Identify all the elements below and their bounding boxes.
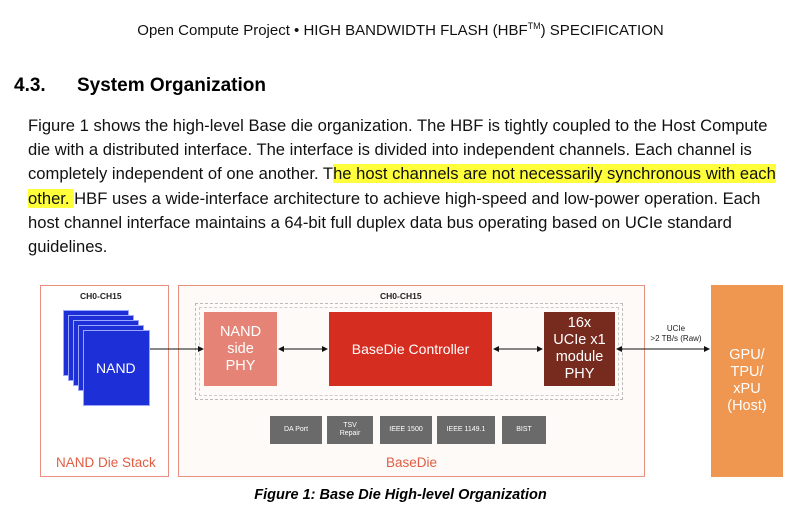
ieee-1149-block: IEEE 1149.1 — [437, 416, 495, 444]
page-header: Open Compute Project • HIGH BANDWIDTH FL… — [137, 21, 664, 39]
body-paragraph: Figure 1 shows the high-level Base die o… — [28, 116, 776, 257]
bist-block: BIST — [502, 416, 546, 444]
section-number: 4.3. — [14, 75, 46, 96]
basedie-label: BaseDie — [386, 455, 438, 470]
section-heading: 4.3. System Organization — [14, 75, 266, 97]
section-title: System Organization — [77, 75, 266, 96]
host-block: GPU/TPU/xPU(Host) — [711, 285, 783, 477]
ucie-link-label: UCIe>2 TB/s (Raw) — [650, 324, 702, 343]
ieee-1500-block: IEEE 1500 — [380, 416, 432, 444]
stack-channel-label: CH0-CH15 — [80, 291, 122, 301]
nand-die-layer — [83, 330, 150, 406]
basedie-controller-block: BaseDie Controller — [329, 312, 492, 386]
da-port-block: DA Port — [270, 416, 322, 444]
base-channel-label: CH0-CH15 — [380, 291, 422, 301]
nand-label: NAND — [96, 360, 136, 376]
nand-die-stack-label: NAND Die Stack — [56, 455, 156, 470]
figure-caption: Figure 1: Base Die High-level Organizati… — [254, 487, 547, 503]
